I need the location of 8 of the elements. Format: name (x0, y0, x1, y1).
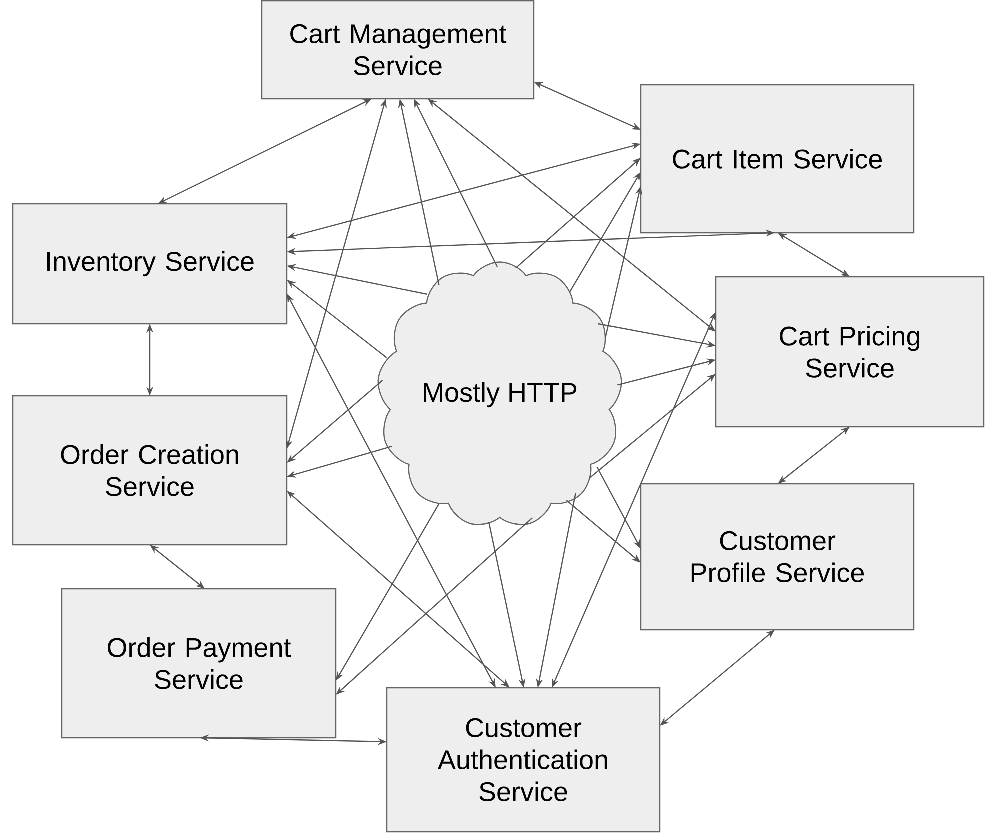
service-box: Order Payment Service (61, 588, 337, 739)
service-box: Cart Item Service (640, 84, 915, 234)
service-box: Order Creation Service (12, 395, 288, 546)
service-box: Inventory Service (12, 203, 288, 325)
service-box: Cart Management Service (261, 0, 535, 100)
service-box: Customer Profile Service (640, 483, 915, 631)
service-box: Cart Pricing Service (715, 276, 985, 428)
service-box: Customer Authentication Service (386, 687, 661, 833)
